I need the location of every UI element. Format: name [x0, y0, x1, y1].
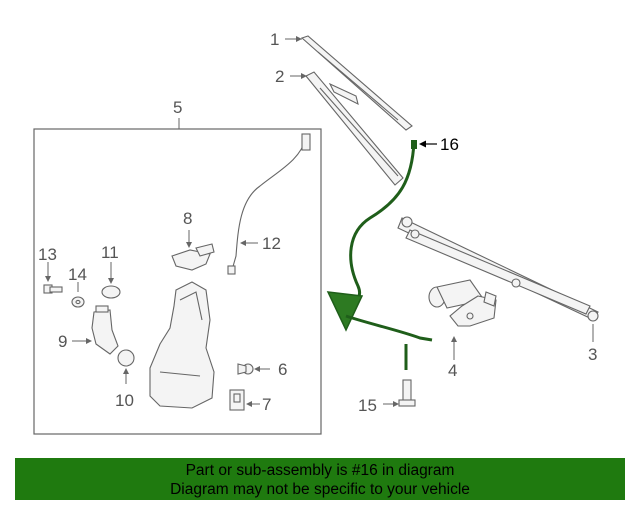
cap-8 [171, 243, 215, 271]
clamp-11 [101, 285, 121, 299]
arrow-16 [419, 140, 426, 148]
arrow-11 [108, 278, 114, 284]
grommet-10 [117, 349, 135, 367]
info-banner: Part or sub-assembly is #16 in diagram D… [15, 458, 625, 500]
arrow-1 [296, 36, 302, 42]
callout-14: 14 [68, 265, 87, 284]
reservoir-assembly-box [33, 128, 322, 435]
wiper-motor-4 [428, 279, 497, 327]
arrow-12 [240, 240, 246, 246]
filler-tube-12 [227, 133, 311, 275]
callout-1: 1 [270, 30, 279, 49]
arrow-7 [246, 401, 252, 407]
wiper-linkage-3 [397, 216, 599, 322]
callout-13: 13 [38, 245, 57, 264]
callout-10: 10 [115, 391, 134, 410]
wiper-arm-1 [300, 35, 413, 131]
callout-4: 4 [448, 361, 457, 380]
arrow-6 [254, 366, 260, 372]
arrow-2 [301, 73, 307, 79]
callout-12: 12 [262, 234, 281, 253]
clip-6 [237, 363, 254, 375]
callout-9: 9 [58, 332, 67, 351]
arrow-10 [123, 368, 129, 374]
screw-13 [43, 284, 63, 294]
arrow-4 [451, 336, 457, 342]
callout-11: 11 [101, 243, 119, 262]
callout-3: 3 [588, 345, 597, 364]
banner-line-2: Diagram may not be specific to your vehi… [170, 481, 470, 498]
callout-7: 7 [262, 395, 271, 414]
callout-6: 6 [278, 360, 287, 379]
callout-16: 16 [440, 135, 459, 154]
bolt-15 [398, 379, 416, 407]
grommet-14 [71, 296, 85, 308]
washer-reservoir [149, 281, 215, 409]
bracket-7 [229, 389, 245, 411]
arrow-8 [186, 242, 192, 248]
callout-15: 15 [358, 396, 377, 415]
banner-line-1: Part or sub-assembly is #16 in diagram [185, 462, 455, 479]
callout-8: 8 [183, 209, 192, 228]
arrow-9 [86, 338, 92, 344]
arrow-13 [45, 276, 51, 282]
callout-5: 5 [173, 98, 182, 117]
callout-2: 2 [275, 67, 284, 86]
washer-pump-9 [91, 305, 119, 355]
washer-hose-16 [326, 140, 433, 370]
arrow-15 [393, 401, 399, 407]
wiper-blade-2 [305, 71, 404, 186]
